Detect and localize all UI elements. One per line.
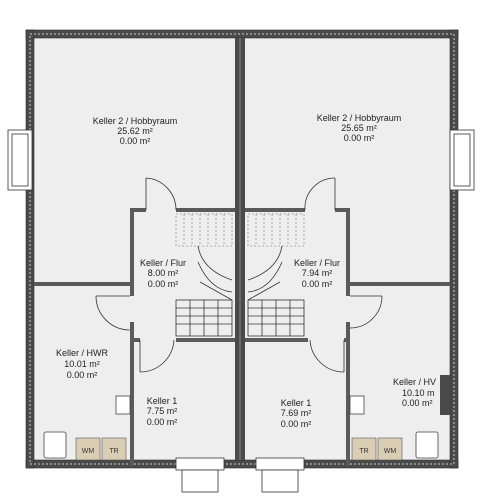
room-flooring: 0.00 m²	[67, 370, 98, 380]
room-flooring: 0.00 m²	[402, 398, 433, 408]
door-swings	[95, 177, 383, 373]
appliance-box	[75, 437, 101, 461]
room-labels: Keller 2 / Hobbyraum 25.62 m² 0.00 m² Ke…	[56, 113, 436, 429]
room-area: 10.10 m	[402, 388, 435, 398]
room-flooring: 0.00 m²	[344, 133, 375, 143]
interior-walls	[34, 208, 450, 466]
room-flooring: 0.00 m²	[120, 136, 151, 146]
outer-wall-inner-line	[29, 33, 455, 465]
window-left	[7, 129, 33, 191]
fixtures	[43, 395, 439, 459]
room-name: Keller / HV	[393, 377, 436, 387]
room-area: 25.65 m²	[341, 123, 377, 133]
room-name: Keller / Flur	[140, 258, 186, 268]
appliances-left: WM TR	[75, 437, 127, 461]
window-bottom-left	[175, 457, 225, 493]
window-bottom-right	[255, 457, 305, 493]
appliances-right: TR WM	[351, 437, 403, 461]
appliance-label: WM	[82, 448, 95, 455]
room-name: Keller 2 / Hobbyraum	[317, 113, 402, 123]
window-right	[449, 129, 475, 191]
appliance-box	[377, 437, 403, 461]
appliance-box	[351, 437, 377, 461]
room-name: Keller / HWR	[56, 348, 109, 358]
appliance-label: TR	[359, 448, 368, 455]
room-name: Keller / Flur	[294, 258, 340, 268]
room-name: Keller 1	[281, 398, 312, 408]
room-area: 10.01 m²	[64, 359, 100, 369]
room-flooring: 0.00 m²	[147, 417, 178, 427]
door-gaps	[129, 296, 351, 343]
room-flooring: 0.00 m²	[281, 419, 312, 429]
appliance-label: TR	[109, 448, 118, 455]
stairs-right	[247, 213, 305, 337]
room-name: Keller 2 / Hobbyraum	[93, 116, 178, 126]
right-wall-overlay	[440, 375, 450, 415]
room-area: 25.62 m²	[117, 126, 153, 136]
room-area: 7.75 m²	[147, 406, 178, 416]
room-area: 7.94 m²	[302, 268, 333, 278]
room-area: 8.00 m²	[148, 268, 179, 278]
stairs-left	[175, 213, 233, 337]
appliance-label: WM	[384, 448, 397, 455]
room-flooring: 0.00 m²	[302, 279, 333, 289]
room-flooring: 0.00 m²	[148, 279, 179, 289]
room-area: 7.69 m²	[281, 408, 312, 418]
room-name: Keller 1	[147, 396, 178, 406]
appliance-box	[101, 437, 127, 461]
